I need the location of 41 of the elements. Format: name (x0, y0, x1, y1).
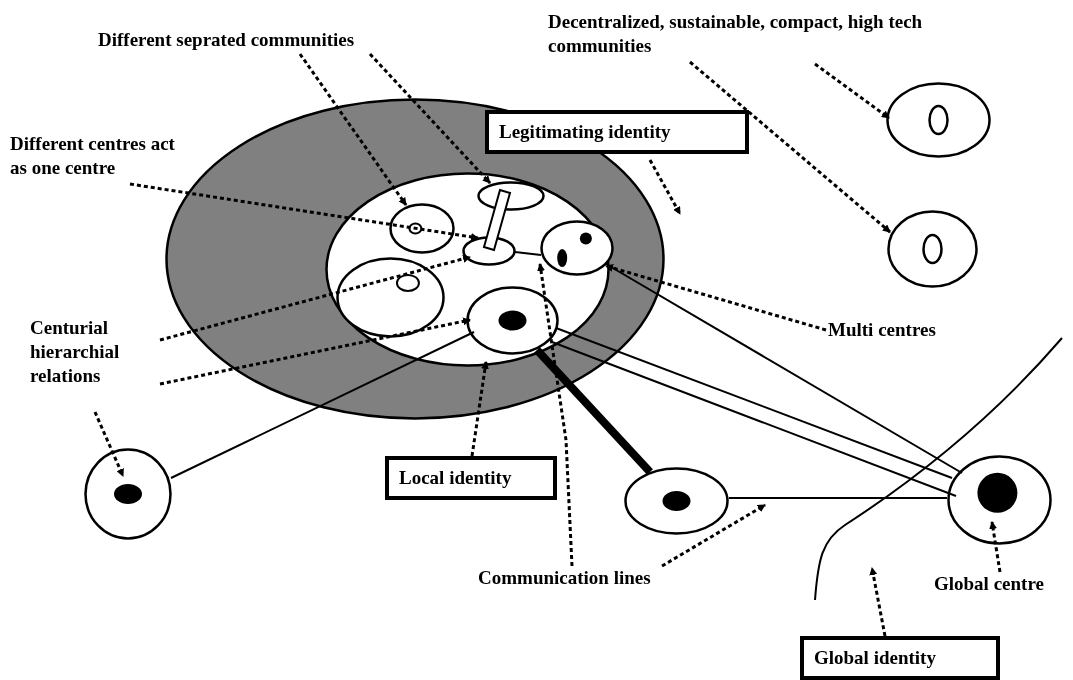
connection-line (555, 327, 953, 479)
thick-connection-line (534, 347, 653, 475)
leader-line (989, 521, 1002, 573)
callout-text: Different seprated communities (98, 28, 458, 52)
leader-line (129, 182, 479, 241)
community-circle (336, 257, 445, 338)
centre-circle (466, 286, 559, 355)
community-circle (887, 210, 978, 288)
leader-line (605, 264, 827, 332)
callout-text: Global centre (934, 572, 1073, 596)
leader-line (814, 62, 890, 120)
connection-line (551, 341, 957, 497)
label-box: Local identity (385, 456, 557, 500)
leader-line (470, 361, 489, 457)
centre-circle (540, 220, 614, 276)
label-box: Global identity (800, 636, 1000, 680)
callout-text: Centurial hierarchial relations (30, 316, 160, 388)
global-centre-circle (947, 455, 1052, 545)
connection-line (728, 497, 948, 499)
centre-circle (624, 467, 729, 535)
leader-line (298, 53, 408, 206)
callout-text: Decentralized, sustainable, compact, high tech communities (548, 10, 1018, 58)
leader-line (368, 53, 492, 184)
leader-line (159, 317, 471, 386)
centre-circle (84, 448, 172, 540)
label-box: Legitimating identity (485, 110, 749, 154)
leader-line (648, 159, 682, 215)
callout-text: Communication lines (478, 566, 718, 590)
leader-line (869, 567, 887, 637)
leader-line (537, 263, 574, 567)
leader-line (689, 60, 891, 234)
community-circle (389, 203, 455, 254)
connection-line (514, 251, 542, 256)
leader-line (159, 254, 471, 342)
callout-text: Multi centres (828, 318, 988, 342)
leader-line (661, 503, 766, 568)
community-circle (886, 82, 991, 158)
connection-line (605, 263, 963, 474)
connection-line (170, 331, 475, 479)
callout-text: Different centres act as one centre (10, 132, 182, 180)
leader-line (93, 411, 125, 477)
